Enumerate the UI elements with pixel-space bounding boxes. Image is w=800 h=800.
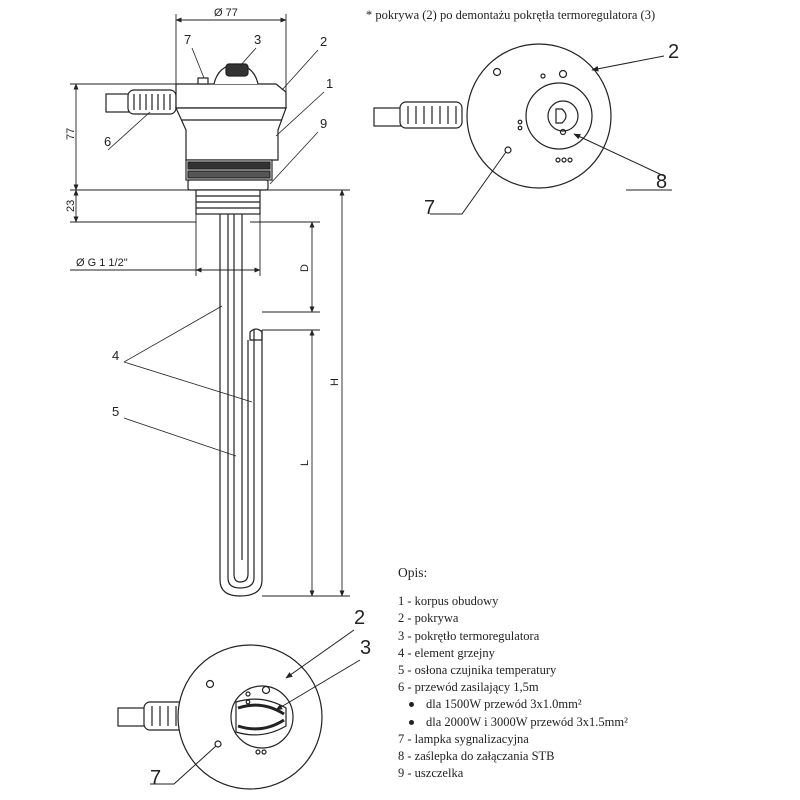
legend-item: 7 - lampka sygnalizacyjna xyxy=(398,731,529,746)
power-cable xyxy=(105,89,177,115)
legend-item: 3 - pokrętło termoregulatora xyxy=(398,628,540,643)
side-callout-7: 7 xyxy=(184,32,191,47)
stb-plug xyxy=(547,100,579,132)
dim-D: D xyxy=(299,264,311,272)
legend: Opis: 1 - korpus obudowy 2 - pokrywa 3 -… xyxy=(398,564,628,782)
side-callout-3: 3 xyxy=(254,32,261,47)
dim-L: L xyxy=(299,460,311,466)
dim-height-23: 23 xyxy=(65,200,77,212)
housing-body xyxy=(175,107,287,161)
heating-element xyxy=(219,214,263,597)
cover xyxy=(175,83,287,109)
top-open-callout-2: 2 xyxy=(668,41,679,63)
top-open-leaders xyxy=(430,55,672,215)
legend-sub-item: dla 1500W przewód 3x1.0mm² xyxy=(398,696,628,713)
top-open-cover xyxy=(466,43,612,189)
side-callout-9: 9 xyxy=(320,116,327,131)
side-callout-6: 6 xyxy=(104,134,111,149)
top-closed-signal-lamp xyxy=(214,740,222,748)
top-view-open xyxy=(373,43,612,189)
side-callout-5: 5 xyxy=(112,404,119,419)
side-callout-leaders xyxy=(107,47,325,457)
dim-H: H xyxy=(329,378,341,386)
top-open-signal-lamp xyxy=(504,146,512,154)
top-closed-cover xyxy=(177,644,323,790)
side-callout-1: 1 xyxy=(326,76,333,91)
top-open-cable xyxy=(373,101,463,129)
legend-item: 1 - korpus obudowy xyxy=(398,594,499,609)
legend-item: 9 - uszczelka xyxy=(398,766,464,781)
side-dimensions xyxy=(70,14,350,597)
top-closed-knob xyxy=(235,698,287,736)
legend-title: Opis: xyxy=(398,565,428,580)
top-open-callout-7: 7 xyxy=(424,197,435,219)
sensor-sleeve xyxy=(249,328,263,341)
gasket xyxy=(187,179,269,191)
legend-item: 8 - zaślepka do załączania STB xyxy=(398,749,555,764)
top-closed-callout-7: 7 xyxy=(150,767,161,789)
top-closed-callout-3: 3 xyxy=(360,637,371,659)
dim-thread: Ø G 1 1/2" xyxy=(76,257,128,269)
dim-height-77: 77 xyxy=(65,128,77,140)
side-callout-4: 4 xyxy=(112,348,119,363)
legend-sub-item: dla 2000W i 3000W przewód 3x1.5mm² xyxy=(398,714,628,731)
legend-item: 4 - element grzejny xyxy=(398,645,495,660)
legend-item: 5 - osłona czujnika temperatury xyxy=(398,663,557,678)
top-closed-leaders xyxy=(150,629,361,785)
side-view xyxy=(105,63,287,597)
legend-item: 2 - pokrywa xyxy=(398,611,459,626)
legend-item: 6 - przewód zasilający 1,5m xyxy=(398,680,539,695)
cover-note: * pokrywa (2) po demontażu pokrętła term… xyxy=(366,8,656,22)
top-view-closed xyxy=(117,644,323,790)
dim-diameter-top: Ø 77 xyxy=(214,7,238,19)
top-closed-callout-2: 2 xyxy=(354,607,365,629)
top-open-callout-8: 8 xyxy=(656,171,667,193)
signal-lamp xyxy=(197,77,209,85)
side-callout-2: 2 xyxy=(320,34,327,49)
